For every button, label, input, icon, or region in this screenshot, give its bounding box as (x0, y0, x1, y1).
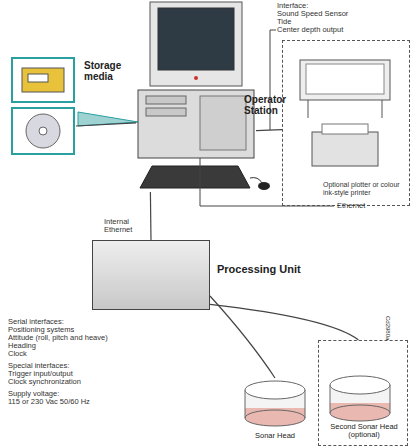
node-label: Optional plotter or colour ink-style pri… (323, 181, 407, 196)
annotation-text: 115 or 230 Vac 50/60 Hz (8, 398, 90, 406)
mouse-cable (250, 178, 262, 183)
plotter (300, 60, 390, 100)
sonar-base (245, 410, 305, 426)
connector-cable (150, 192, 152, 240)
printer-paper (322, 124, 368, 134)
sonar-side (330, 385, 331, 413)
tape-window (28, 74, 48, 82)
node-label: Processing Unit (217, 263, 317, 275)
power-led (194, 76, 198, 80)
pc-case (138, 90, 254, 158)
processing-unit: Processing Unit (92, 240, 210, 310)
figure-code: Cd2980a (384, 316, 392, 340)
annotation-text: Special interfaces: (8, 362, 69, 370)
sonar-base (330, 405, 390, 421)
plotter-paper (306, 64, 384, 94)
sonar-top (330, 376, 390, 394)
node-label: Operator Station (244, 94, 294, 116)
callout-wedge (78, 112, 138, 126)
operator-station: Operator Station (136, 0, 256, 192)
annotation-text: Tide (277, 18, 291, 26)
drive-bay (146, 108, 186, 116)
annotation-text: Internal Ethernet (104, 218, 144, 234)
node-label: Second Sonar Head (optional) (323, 423, 405, 440)
cd-hole (39, 127, 47, 135)
annotation-text: Heading (8, 342, 36, 350)
monitor-screen (158, 8, 234, 70)
annotation-text: Attitude (roll, pitch and heave) (8, 334, 108, 342)
tape-icon-frame (12, 58, 74, 102)
second-sonar-head-box: Second Sonar Head (optional) (318, 340, 408, 446)
annotation-text: Supply voltage: (8, 390, 59, 398)
drive-bay (146, 96, 186, 104)
annotation-text: Serial interfaces: (8, 318, 64, 326)
sonar-head: Sonar Head (240, 378, 310, 444)
connector-cable (76, 123, 136, 126)
annotation-text: Positioning systems (8, 326, 74, 334)
connector-cable (210, 304, 359, 340)
tape-icon (22, 68, 64, 92)
keyboard (140, 166, 250, 188)
storage-media-box: Storage media (10, 56, 76, 156)
connector-cable (210, 296, 275, 378)
optional-printer-box: Optional plotter or colour ink-style pri… (282, 40, 410, 206)
annotation-text: Ethernet (337, 202, 365, 210)
connector-cable (256, 129, 282, 131)
cd-icon (26, 114, 60, 148)
node-label: Storage media (84, 60, 134, 82)
annotation-text: Interface: (277, 2, 308, 10)
sonar-side (245, 390, 246, 418)
node-label: Sonar Head (240, 432, 310, 440)
monitor (150, 2, 242, 86)
sonar-side (305, 390, 306, 418)
annotation-text: Clock synchronization (8, 378, 81, 386)
printer (312, 132, 378, 166)
annotation-text: Trigger input/output (8, 370, 73, 378)
annotation-text: Sound Speed Sensor (277, 10, 348, 18)
sonar-top (245, 381, 305, 399)
cd-icon-frame (12, 108, 74, 154)
sonar-side (390, 385, 391, 413)
annotation-text: Center depth output (277, 26, 343, 34)
pc-panel (200, 96, 246, 150)
plotter-leg (382, 100, 383, 118)
mouse (258, 182, 270, 190)
plotter-leg (308, 100, 309, 118)
annotation-text: Clock (8, 350, 27, 358)
